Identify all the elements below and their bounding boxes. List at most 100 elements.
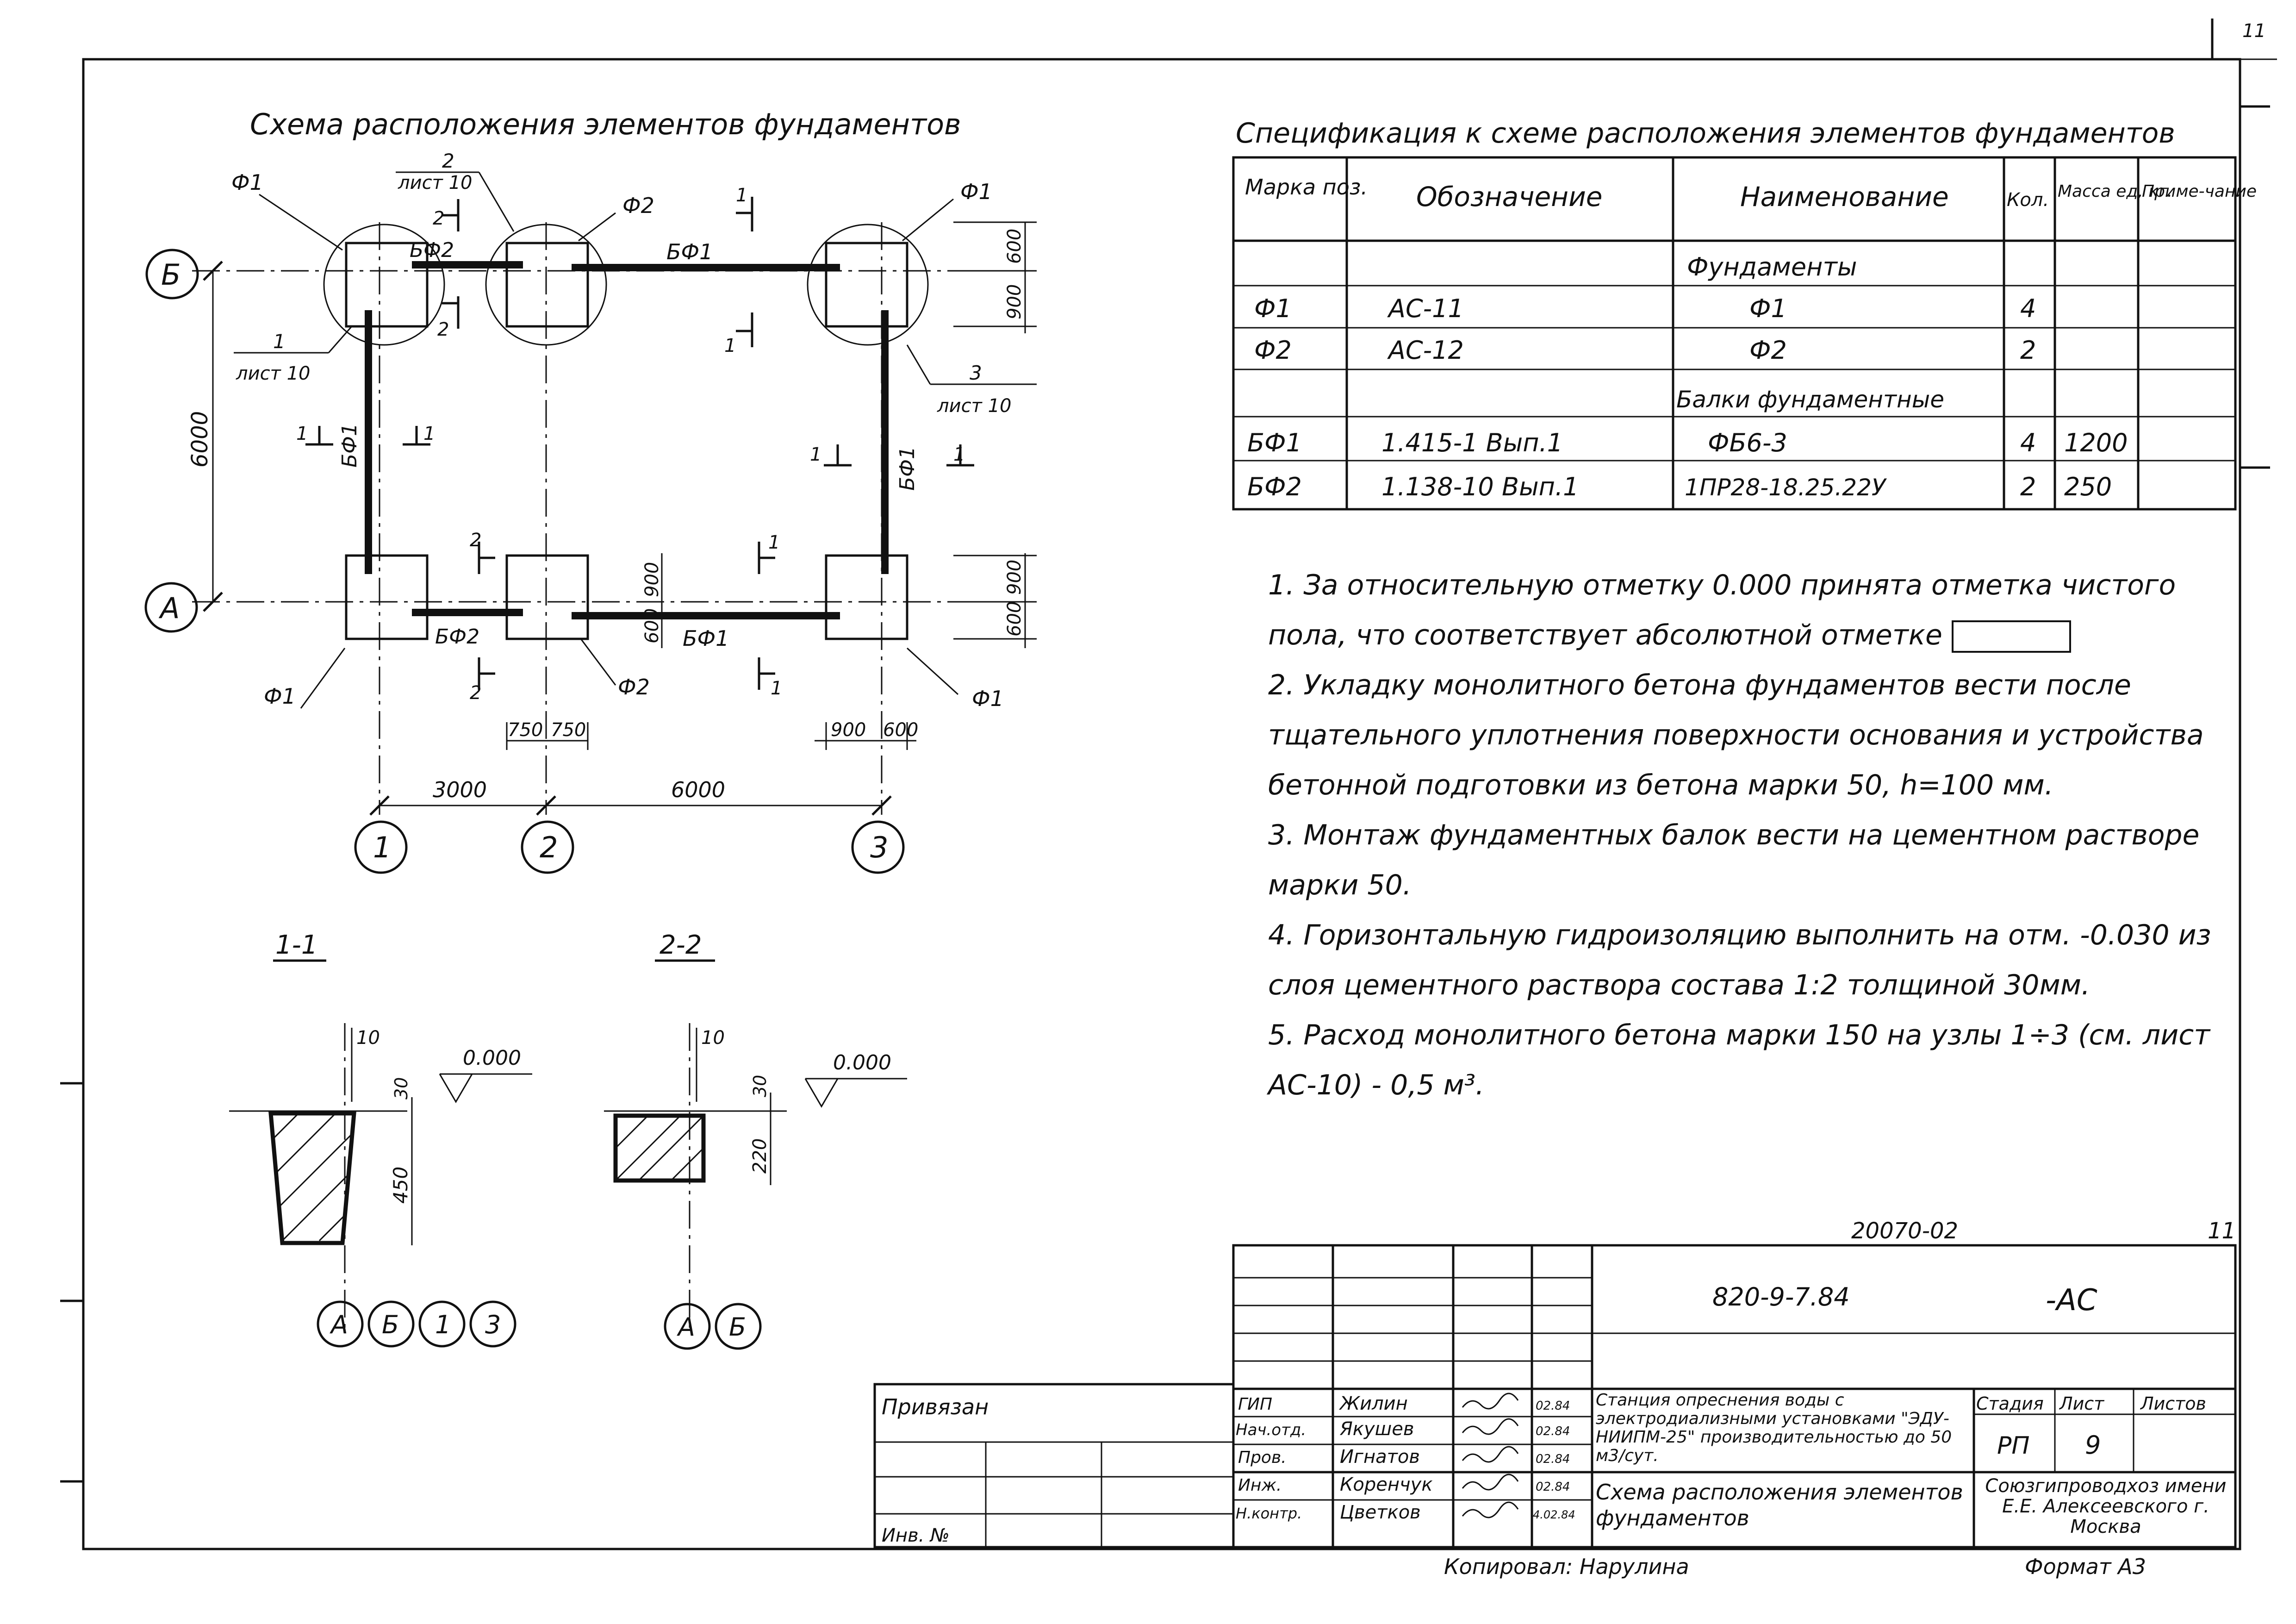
beam-label: БФ1: [896, 446, 919, 491]
leader-line: [578, 212, 616, 242]
section-title: 2-2: [660, 930, 702, 960]
spec-row: Ф1 АС-11 Ф1 4: [1254, 294, 2036, 323]
foundation-f1: [345, 554, 429, 640]
dim-value: 600: [883, 719, 918, 741]
level-value: 0.000: [463, 1046, 521, 1070]
dim-tick: [536, 795, 556, 816]
svg-text:БФ1: БФ1: [1247, 428, 1302, 457]
svg-text:02.84: 02.84: [1536, 1424, 1570, 1438]
node-ref-number: 3: [970, 362, 982, 384]
spec-border: [1232, 156, 2237, 511]
svg-text:Кол.: Кол.: [2007, 189, 2049, 211]
binding-label: Привязан: [882, 1394, 989, 1419]
svg-text:1.138-10 Вып.1: 1.138-10 Вып.1: [1381, 472, 1579, 501]
sheet-title: Схема расположения элементов фундаментов: [1596, 1480, 1963, 1530]
svg-text:Балки фундаментные: Балки фундаментные: [1676, 386, 1944, 413]
section-cut-mark: 1: [758, 532, 780, 574]
svg-text:Фундаменты: Фундаменты: [1687, 252, 1857, 281]
svg-text:1: 1: [768, 532, 780, 553]
dim-value: 3000: [433, 777, 487, 802]
spec-row: БФ1 1.415-1 Вып.1 ФБ6-3 4 1200: [1247, 428, 2128, 457]
dim-tick: [369, 795, 390, 816]
dim-value: 30: [391, 1077, 411, 1099]
svg-text:1.415-1 Вып.1: 1.415-1 Вып.1: [1381, 428, 1563, 457]
staff-row: Пров. Игнатов 02.84: [1238, 1446, 1570, 1468]
svg-text:1: 1: [296, 423, 308, 444]
beam-label: БФ2: [410, 238, 454, 262]
dim-value: 10: [701, 1027, 725, 1049]
svg-text:Б: Б: [382, 1310, 399, 1339]
svg-text:ГИП: ГИП: [1238, 1395, 1272, 1414]
copied-by: Копировал: Нарулина: [1444, 1554, 1689, 1579]
section-cut-mark: 1: [758, 657, 782, 699]
svg-text:02.84: 02.84: [1536, 1399, 1570, 1413]
note-5: 5. Расход монолитного бетона марки 150 н…: [1268, 1019, 2210, 1101]
level-arrow: [439, 1074, 473, 1103]
node-ref-sheet: лист 10: [236, 363, 310, 384]
dim-value: 450: [389, 1167, 412, 1204]
leader-line: [902, 198, 954, 242]
foundation-label: Ф1: [264, 684, 296, 709]
svg-text:Цветков: Цветков: [1340, 1502, 1421, 1523]
svg-text:БФ2: БФ2: [1247, 472, 1302, 501]
foundation-label: Ф1: [960, 179, 992, 204]
svg-text:Обозначение: Обозначение: [1416, 181, 1602, 212]
svg-text:Коренчук: Коренчук: [1340, 1474, 1433, 1495]
beam-label: БФ2: [435, 625, 479, 649]
svg-text:Н.контр.: Н.контр.: [1236, 1505, 1302, 1522]
foundation-label: Ф1: [972, 686, 1004, 711]
svg-text:4: 4: [2020, 294, 2036, 323]
axis-bubble-3: 3: [851, 820, 905, 874]
node-ref-number: 2: [442, 150, 454, 172]
doc-code-suffix: -АС: [2046, 1283, 2097, 1318]
dim-value: 30: [750, 1075, 770, 1097]
svg-text:1: 1: [810, 444, 821, 465]
foundation-f1: [345, 242, 429, 328]
svg-text:Марка поз.: Марка поз.: [1245, 175, 1368, 200]
svg-text:2: 2: [2020, 472, 2036, 501]
svg-text:ФБ6-3: ФБ6-3: [1708, 428, 1787, 457]
project-title: Станция опреснения воды с электродиализн…: [1596, 1391, 1952, 1465]
dim-value: 750: [508, 719, 543, 741]
svg-text:3: 3: [485, 1310, 501, 1339]
binding-block: [873, 1383, 1235, 1549]
node-circle-3: [807, 224, 929, 346]
dim-value: 900: [1004, 560, 1025, 595]
svg-text:Инж.: Инж.: [1238, 1476, 1282, 1495]
section-cut-mark: 1: [810, 444, 852, 467]
scheme-title: Схема расположения элементов фундаментов: [250, 107, 961, 141]
stage-value: РП: [1997, 1432, 2029, 1460]
svg-text:Игнатов: Игнатов: [1340, 1446, 1420, 1468]
svg-text:Б: Б: [161, 258, 181, 292]
inventory-label: Инв. №: [882, 1525, 950, 1546]
svg-text:Пров.: Пров.: [1238, 1448, 1287, 1467]
stage-label: Стадия: [1976, 1393, 2044, 1414]
svg-text:Жилин: Жилин: [1338, 1393, 1408, 1414]
svg-text:Ф1: Ф1: [1749, 294, 1787, 323]
svg-text:А: А: [677, 1312, 695, 1342]
section-cut-mark: 1: [296, 423, 333, 446]
doc-code: 820-9-7.84: [1712, 1282, 1850, 1312]
note-2: 2. Укладку монолитного бетона фундаменто…: [1268, 669, 2204, 801]
svg-text:1: 1: [435, 1310, 451, 1339]
foundation-label: Ф2: [622, 193, 654, 218]
axis-bubble-group: А Б 1 3: [317, 1300, 516, 1348]
svg-text:Масса ед, кг.: Масса ед, кг.: [2058, 182, 2172, 201]
dim-tick: [203, 261, 223, 281]
svg-text:250: 250: [2064, 472, 2112, 501]
level-arrow: [804, 1078, 839, 1108]
sheets-label: Листов: [2140, 1393, 2206, 1414]
note-3: 3. Монтаж фундаментных балок вести на це…: [1268, 819, 2200, 901]
paper-format: Формат А3: [2025, 1554, 2146, 1579]
section-cut-mark: 1: [724, 312, 753, 356]
spec-row: Балки фундаментные: [1676, 386, 1944, 413]
foundation-plan: Схема расположения элементов фундаментов…: [144, 107, 1037, 874]
absolute-level-box: [1951, 620, 2071, 653]
svg-text:4.02.84: 4.02.84: [1533, 1508, 1575, 1521]
dim-value: 6000: [187, 411, 213, 468]
dim-value: 750: [551, 719, 586, 741]
svg-text:4: 4: [2020, 428, 2036, 457]
section-1-1: 1-1 10 30 450 0.000 А Б 1 3: [229, 930, 532, 1348]
dim-value: 600: [1004, 229, 1025, 264]
